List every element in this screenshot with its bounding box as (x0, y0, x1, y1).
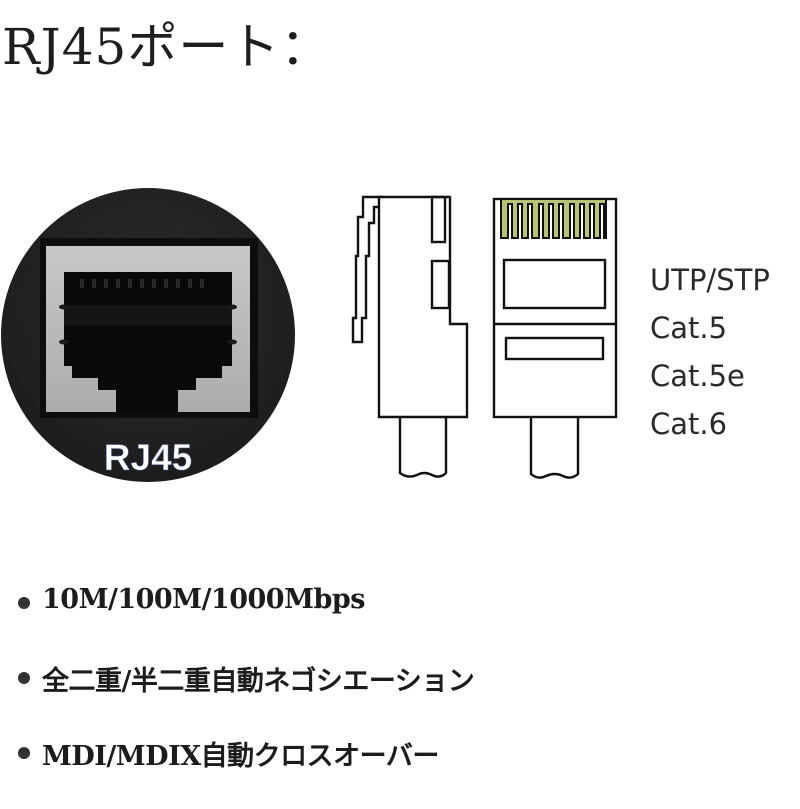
front-view-window-upper (502, 258, 607, 310)
rj45-connector-diagram (351, 195, 618, 479)
feature-item: 10M/100M/1000Mbps (16, 584, 474, 659)
feature-text: 10M/100M/1000Mbps (42, 584, 365, 615)
bullet-icon (18, 597, 30, 609)
cable-type-item: Cat.6 (650, 407, 728, 441)
front-view-cable (529, 417, 580, 479)
cable-type-item: Cat.5e (650, 359, 745, 393)
port-label: RJ45 (104, 437, 192, 478)
side-view-cable (398, 417, 448, 478)
front-view-window-lower (504, 336, 605, 361)
page-title: RJ45ポート： (2, 18, 332, 76)
side-view-slot-upper (430, 195, 447, 244)
cable-type-item: Cat.5 (650, 311, 728, 345)
bullet-icon (18, 747, 30, 759)
feature-text: 全二重/半二重自動ネゴシエーション (42, 666, 475, 697)
connector-front-view (492, 197, 618, 479)
side-view-latch (351, 195, 383, 344)
bullet-icon (18, 672, 30, 684)
side-view-body (377, 195, 469, 419)
port-inner-block (64, 305, 232, 325)
port-contact-pins (80, 279, 204, 288)
cable-type-item: UTP/STP (650, 263, 770, 297)
rj45-port-photo: RJ45 (1, 188, 295, 482)
connector-side-view (351, 195, 469, 478)
port-side-notches (59, 304, 237, 345)
feature-item: 全二重/半二重自動ネゴシエーション (16, 659, 475, 734)
feature-list: 10M/100M/1000Mbps 全二重/半二重自動ネゴシエーション MDI/… (16, 584, 475, 809)
side-view-slot-lower (430, 259, 451, 310)
front-view-contacts (500, 198, 607, 239)
feature-item: MDI/MDIX自動クロスオーバー (16, 734, 474, 809)
cable-type-list: UTP/STP Cat.5 Cat.5e Cat.6 (650, 256, 770, 448)
feature-text: MDI/MDIX自動クロスオーバー (42, 741, 439, 772)
